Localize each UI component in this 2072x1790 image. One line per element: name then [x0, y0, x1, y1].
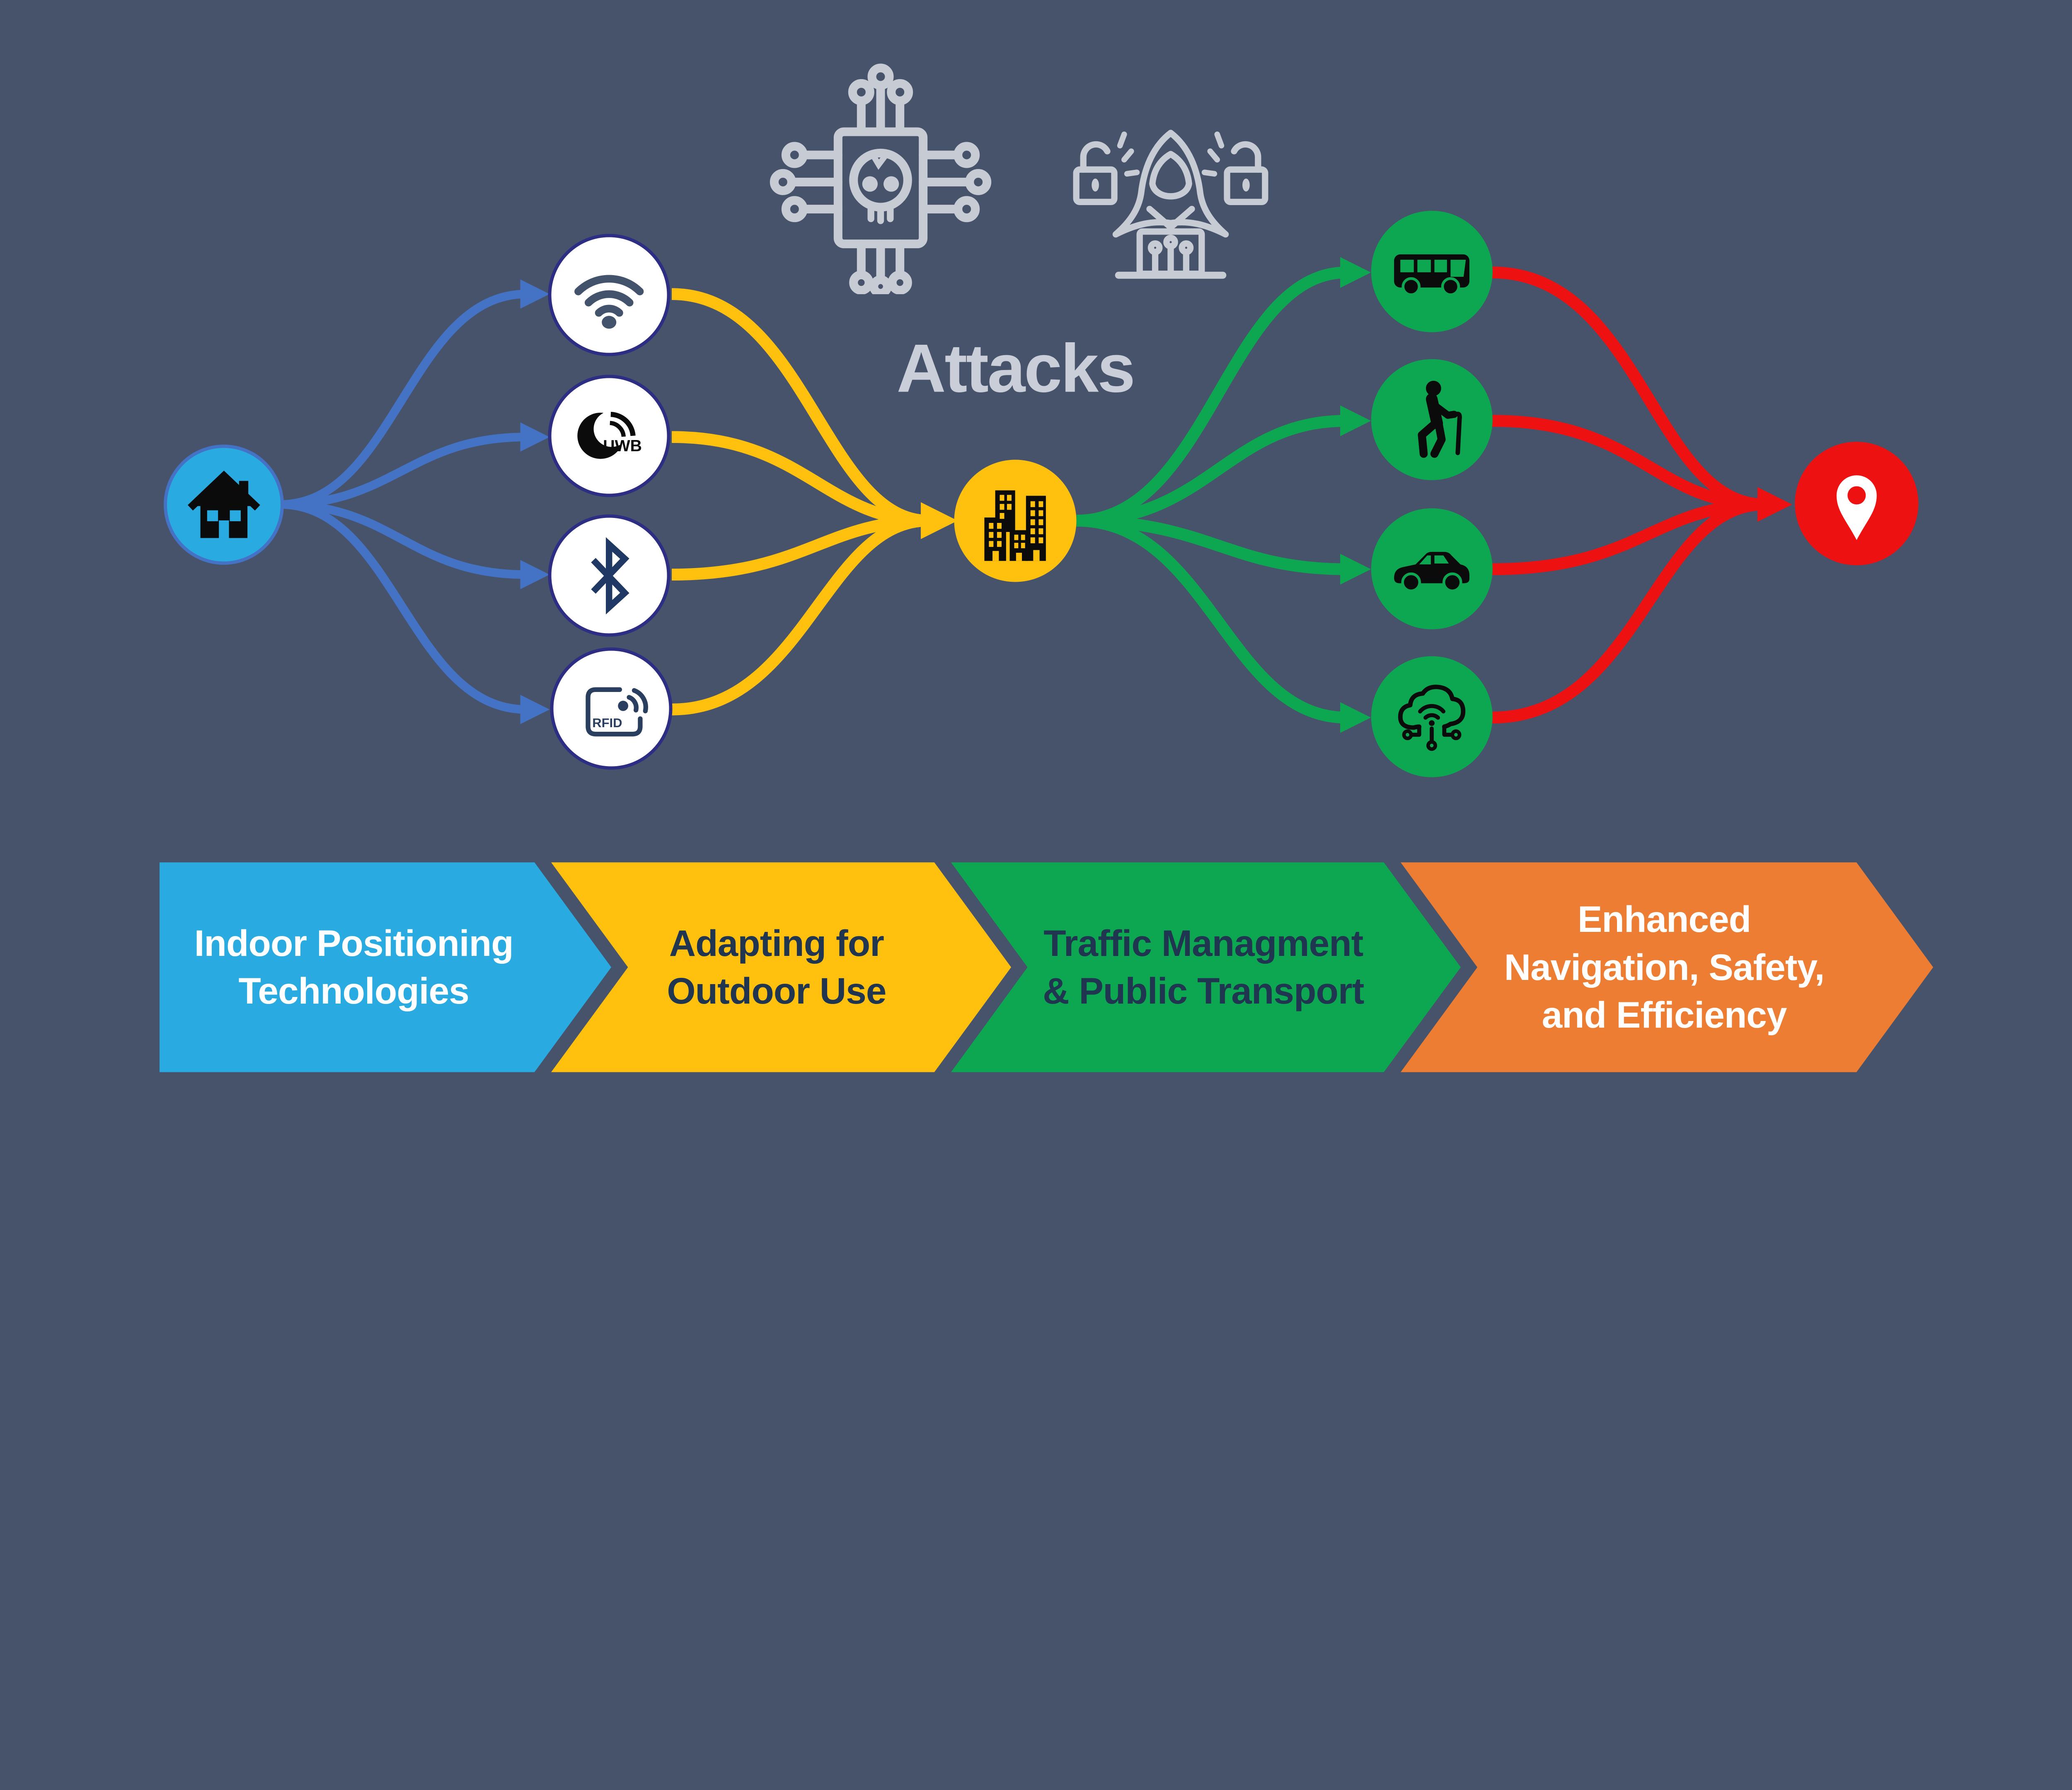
bus-node [1371, 211, 1493, 332]
link-bus-location [1492, 266, 1792, 522]
link-car-location [1492, 487, 1792, 576]
link-home-wifi [281, 279, 550, 509]
uwb-icon: UWB [577, 411, 642, 459]
banner-segment-label: Enhanced Navigation, Safety, and Efficie… [1504, 898, 1825, 1036]
wifi-icon [574, 275, 644, 329]
link-rfid-city [672, 502, 958, 716]
bluetooth-node [548, 514, 670, 637]
banner-segment-indoor-positioning: Indoor Positioning Technologies [160, 862, 611, 1072]
banner-segment-adapting-outdoor: Adapting for Outdoor Use [551, 862, 1011, 1072]
city-buildings-icon [984, 490, 1046, 561]
uwb-label: UWB [603, 437, 642, 455]
application-to-destination-links [1492, 266, 1792, 724]
banner-segment-label: Indoor Positioning Technologies [194, 922, 514, 1012]
hacker-icon [1065, 114, 1276, 286]
process-banner: Indoor Positioning Technologies Adapting… [0, 862, 2072, 1072]
iot-cloud-icon [1398, 685, 1466, 751]
car-icon [1394, 552, 1469, 592]
open-padlock-right-icon [1201, 131, 1268, 205]
chip-skull-icon [764, 62, 998, 295]
diagram-canvas: Attacks UWB [0, 62, 2072, 1072]
banner-segment-label: Adapting for Outdoor Use [667, 922, 886, 1012]
location-pin-icon [1836, 475, 1877, 540]
rfid-node: RFID [550, 647, 673, 770]
iot-node [1371, 656, 1493, 777]
pedestrian-node [1371, 359, 1493, 480]
link-pedestrian-location [1492, 415, 1792, 522]
city-hub-node [954, 460, 1077, 582]
link-city-bus [1076, 257, 1371, 527]
banner-segment-enhanced-navigation: Enhanced Navigation, Safety, and Efficie… [1401, 862, 1933, 1072]
link-city-iot [1076, 515, 1371, 733]
rfid-icon: RFID [586, 687, 649, 737]
attacks-title: Attacks [896, 330, 1135, 406]
bus-icon [1394, 254, 1469, 296]
link-iot-location [1492, 487, 1792, 724]
link-home-uwb [281, 422, 550, 509]
wifi-node [548, 234, 670, 356]
link-bluetooth-city [672, 502, 958, 581]
banner-segment-label: Traffic Managment & Public Transport [1043, 922, 1364, 1012]
uwb-node: UWB [548, 375, 670, 497]
house-icon [187, 471, 260, 538]
technology-to-city-links [672, 288, 958, 716]
elderly-person-icon [1418, 380, 1462, 458]
indoor-home-node [164, 444, 284, 565]
link-wifi-city [672, 288, 958, 539]
destination-node [1795, 442, 1918, 565]
city-to-application-links [1076, 257, 1371, 733]
link-home-bluetooth [281, 500, 550, 590]
link-city-car [1076, 515, 1371, 585]
bluetooth-icon [591, 537, 629, 614]
link-city-pedestrian [1076, 405, 1371, 527]
flow-connectors [281, 257, 1792, 733]
car-node [1371, 508, 1493, 629]
link-home-rfid [281, 500, 550, 724]
indoor-to-technology-links [281, 279, 550, 724]
rfid-label: RFID [593, 716, 622, 730]
link-uwb-city [672, 431, 958, 539]
banner-segment-traffic-management: Traffic Managment & Public Transport [951, 862, 1461, 1072]
open-padlock-left-icon [1073, 131, 1140, 205]
